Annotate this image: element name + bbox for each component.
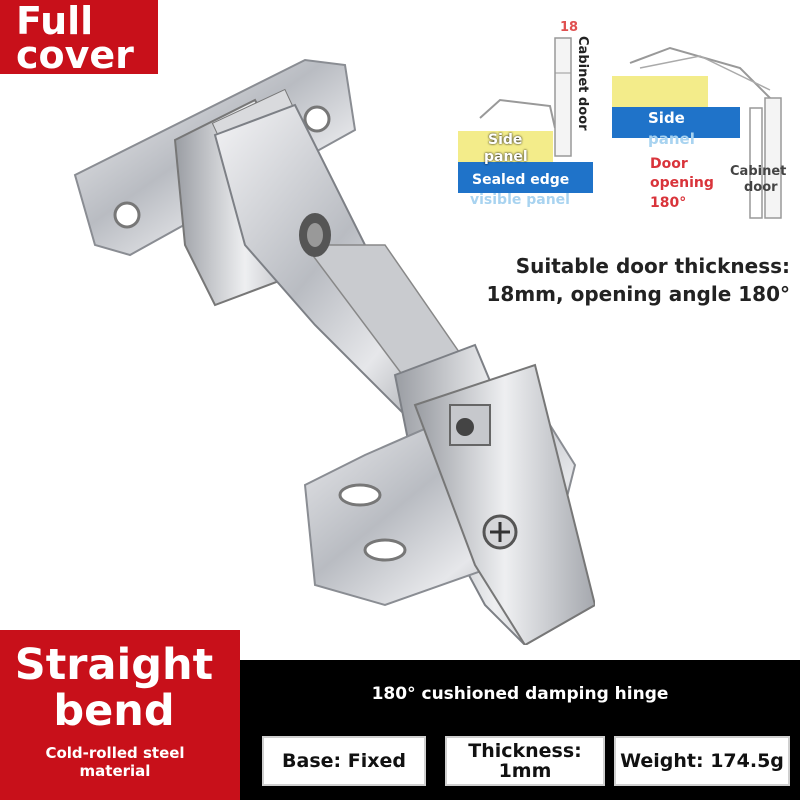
door-opening-line3: 180° (650, 195, 687, 211)
installation-diagram: 18 Cabinet door Side panel Sealed edge v… (440, 18, 800, 228)
left-cabinet-door-line2: door (575, 96, 590, 131)
left-visible-panel: visible panel (470, 192, 570, 208)
base-spec-box: Base: Fixed (262, 736, 426, 786)
left-sealed-edge-block (458, 162, 593, 193)
right-side-panel-block (612, 76, 708, 107)
right-cabinet-door-line1: Cabinet (730, 164, 787, 179)
door-opening-line2: opening (650, 175, 714, 191)
door-thickness-line2: 18mm, opening angle 180° (486, 282, 791, 306)
straight-bend-title: Straight bend (14, 642, 214, 734)
hinge-illustration (73, 58, 595, 645)
left-side-panel-line1: Side (488, 132, 523, 148)
thickness-spec-line1: Thickness: (468, 740, 582, 762)
plate-hole-right (303, 105, 331, 133)
bottom-title: 180° cushioned damping hinge (371, 684, 669, 704)
straight-bend-line1: Straight (14, 640, 214, 690)
diagram-lines (458, 37, 782, 219)
plate-hole-left (113, 201, 141, 229)
base-spec-text: Base: Fixed (282, 750, 406, 772)
weight-spec-box: Weight: 174.5g (614, 736, 790, 786)
full-cover-badge: Full cover (0, 0, 158, 74)
left-side-panel-block (458, 131, 553, 162)
material-note-line2: material (79, 762, 151, 780)
straight-bend-badge: Straight bend Cold-rolled steel material (0, 630, 240, 800)
door-thickness-spec: Suitable door thickness: 18mm, opening a… (470, 252, 791, 308)
full-cover-line1: Full (16, 0, 94, 43)
door-thickness-line1: Suitable door thickness: (515, 254, 790, 278)
thickness-spec-box: Thickness: 1mm (445, 736, 605, 786)
material-note: Cold-rolled steel material (10, 744, 220, 780)
full-cover-line2: cover (16, 33, 134, 77)
thickness-number: 18 (560, 20, 579, 35)
thickness-spec-line2: 1mm (498, 760, 552, 782)
door-opening-line1: Door (650, 156, 688, 172)
base-slot-bottom (363, 538, 407, 562)
material-note-line1: Cold-rolled steel (45, 744, 185, 762)
base-slot-top (338, 483, 382, 507)
left-cabinet-door-label: Cabinet door (574, 36, 590, 131)
right-blue-block (612, 107, 740, 138)
left-cabinet-door-line1: Cabinet (575, 36, 590, 93)
right-side-panel-line2: panel (648, 130, 695, 148)
left-side-panel-line2: panel (484, 149, 528, 165)
left-sealed-edge: Sealed edge (472, 172, 570, 188)
right-cabinet-door-line2: door (744, 180, 778, 195)
straight-bend-line2: bend (53, 686, 175, 736)
right-side-panel-line1: Side (648, 109, 685, 127)
weight-spec-text: Weight: 174.5g (620, 750, 784, 772)
